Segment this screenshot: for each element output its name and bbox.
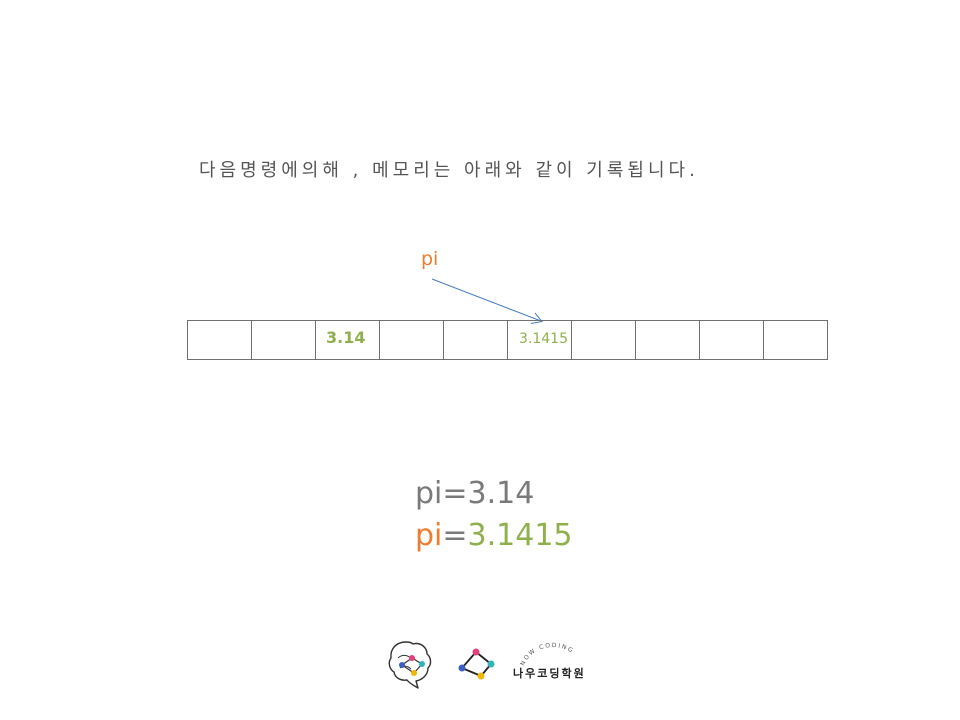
memory-cell — [252, 320, 316, 360]
code-line-1: pi=3.14 — [415, 476, 535, 511]
memory-cell — [700, 320, 764, 360]
logo-arc-text: NOW CODING — [520, 642, 575, 667]
memory-cell — [636, 320, 700, 360]
memory-row: 3.14 3.1415 — [187, 320, 828, 360]
memory-new-value: 3.1415 — [519, 331, 568, 347]
memory-cell — [188, 320, 252, 360]
memory-cell — [764, 320, 828, 360]
code-line-2-operator: = — [442, 518, 468, 553]
logo-arc-label: NOW CODING — [520, 642, 574, 667]
page-heading: 다음명령에의해 , 메모리는 아래와 같이 기록됩니다. — [199, 160, 699, 181]
code-line-2-value: 3.1415 — [467, 518, 573, 553]
memory-cell — [444, 320, 508, 360]
logo-name: 나우코딩학원 — [513, 667, 586, 680]
brain-logo-icon — [388, 641, 432, 689]
memory-cell — [380, 320, 444, 360]
memory-cell-old-value: 3.14 — [316, 320, 380, 360]
variable-label-pi: pi — [421, 248, 439, 270]
code-line-2-variable: pi — [415, 518, 443, 553]
memory-cell-new-value: 3.1415 — [508, 320, 572, 360]
now-coding-mark-icon — [458, 648, 495, 680]
memory-old-value: 3.14 — [326, 328, 366, 347]
memory-cell — [572, 320, 636, 360]
svg-text:NOW CODING: NOW CODING — [520, 642, 575, 667]
code-line-2: pi=3.1415 — [415, 518, 573, 553]
